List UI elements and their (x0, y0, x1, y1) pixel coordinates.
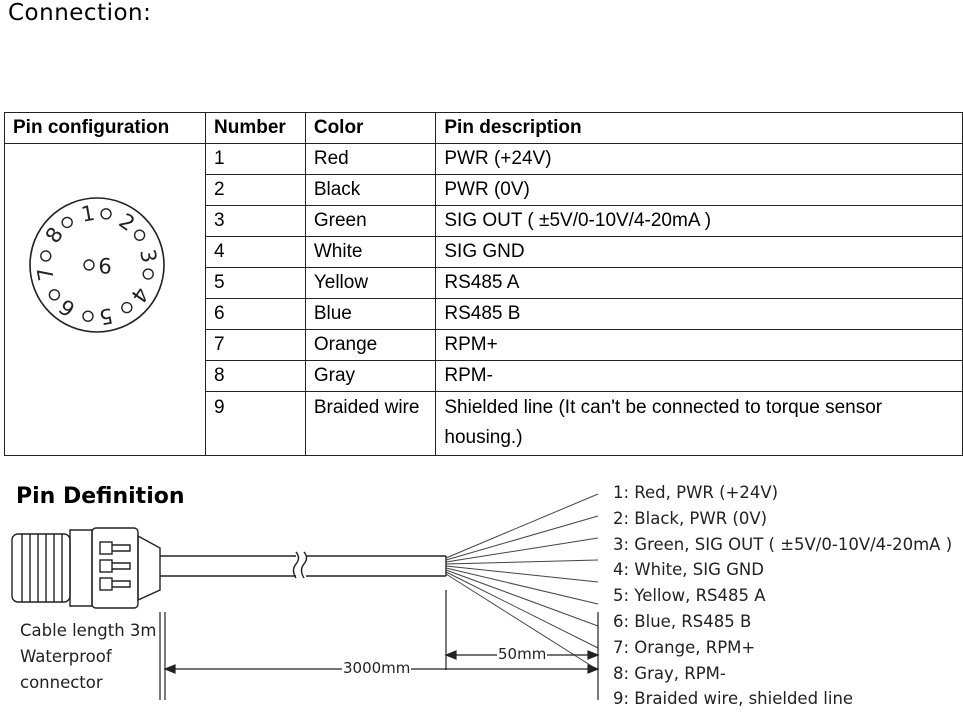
wire-line (445, 515, 599, 561)
wire-label: 3: Green, SIG OUT ( ±5V/0-10V/4-20mA ) (613, 534, 953, 554)
header-pin-description: Pin description (435, 112, 963, 144)
pin-hole (48, 288, 61, 301)
table-row: 4 White SIG GND (5, 236, 963, 268)
pin-number-7: 7 (33, 265, 59, 282)
cell-color: Blue (304, 298, 437, 330)
wire-label: 2: Black, PWR (0V) (613, 508, 768, 528)
cell-number: 1 (205, 143, 306, 175)
table-header-row: Pin configuration Number Color Pin descr… (4, 112, 963, 144)
connector-face-circle (29, 196, 165, 333)
table-row: 5 Yellow RS485 A (5, 267, 963, 299)
cell-description: PWR (+24V) (435, 143, 963, 175)
pin-number-5: 5 (97, 303, 114, 329)
header-pin-configuration: Pin configuration (4, 112, 206, 144)
cell-number: 3 (205, 205, 306, 237)
table-row: 9 Braided wire Shielded line (It can't b… (5, 391, 963, 456)
cell-color: Braided wire (304, 391, 437, 456)
wire-line (445, 493, 599, 559)
wire-label: 4: White, SIG GND (613, 560, 764, 580)
wire-label: 1: Red, PWR (+24V) (613, 483, 779, 502)
page-title: Connection: (8, 0, 152, 26)
cell-number: 9 (205, 391, 306, 456)
cell-description: PWR (0V) (435, 174, 963, 206)
cell-number: 6 (205, 298, 306, 330)
waterproof-connector-icon (11, 527, 447, 609)
pin-number-3: 3 (135, 247, 161, 264)
cell-color: Yellow (304, 267, 437, 299)
cell-description: SIG OUT ( ±5V/0-10V/4-20mA ) (435, 205, 963, 237)
cell-color: Red (304, 143, 437, 175)
table-row: 3 Green SIG OUT ( ±5V/0-10V/4-20mA ) (5, 205, 963, 237)
wire-label: 7: Orange, RPM+ (613, 637, 756, 657)
dimension-lines (159, 590, 600, 700)
cell-number: 7 (205, 329, 306, 361)
wire-line (445, 573, 599, 671)
cell-number: 5 (205, 267, 306, 299)
pin-hole (82, 310, 94, 322)
note-line: Cable length 3m (20, 621, 157, 640)
wire-fanout (445, 493, 599, 671)
header-number: Number (205, 112, 306, 144)
note-line: Waterproof (20, 647, 112, 666)
cell-color: Orange (304, 329, 437, 361)
pin-hole (121, 301, 133, 313)
wire-line (445, 565, 599, 583)
wire-label-list: 1: Red, PWR (+24V) 2: Black, PWR (0V) 3:… (613, 480, 952, 712)
pin-hole (40, 249, 52, 262)
wire-line (445, 559, 599, 565)
table-row: 7 Orange RPM+ (5, 329, 963, 361)
cell-number: 4 (205, 236, 306, 268)
dimension-total-label: 3000mm (342, 659, 412, 677)
pin-hole (133, 228, 146, 241)
cell-color: Gray (304, 360, 437, 392)
wire-line (445, 537, 599, 563)
cable-note: Cable length 3m Waterproof connector (20, 618, 157, 696)
pin-hole (100, 207, 112, 219)
pin-definition-title: Pin Definition (16, 484, 185, 509)
cell-number: 8 (205, 360, 306, 392)
cell-color: Black (304, 174, 437, 206)
pin-hole (83, 258, 95, 271)
pin-number-9: 9 (98, 253, 111, 277)
cell-description: RPM+ (435, 329, 963, 361)
wire-line (445, 567, 599, 605)
pin-table: Pin configuration Number Color Pin descr… (4, 112, 963, 456)
wire-label: 6: Blue, RS485 B (613, 611, 752, 631)
cell-description: SIG GND (435, 236, 963, 268)
wire-label: 8: Gray, RPM- (613, 663, 726, 683)
cell-description: RS485 A (435, 267, 963, 299)
header-color: Color (304, 112, 437, 144)
cell-description: RPM- (435, 360, 963, 392)
table-row: 2 Black PWR (0V) (5, 174, 963, 206)
cell-number: 2 (205, 174, 306, 206)
note-line: connector (20, 673, 103, 692)
wire-label: 5: Yellow, RS485 A (613, 586, 766, 606)
pin-hole (61, 216, 73, 228)
cell-description: RS485 B (435, 298, 963, 330)
pin-number-1: 1 (79, 200, 96, 226)
dimension-end-label: 50mm (497, 645, 548, 663)
cable-drawing (11, 493, 600, 700)
wire-line (445, 569, 599, 627)
wire-line (445, 571, 599, 649)
cell-color: Green (304, 205, 437, 237)
pin-hole (142, 267, 154, 280)
wire-label: 9: Braided wire, shielded line (613, 689, 854, 709)
cell-color: White (304, 236, 437, 268)
cell-description: Shielded line (It can't be connected to … (435, 391, 963, 456)
